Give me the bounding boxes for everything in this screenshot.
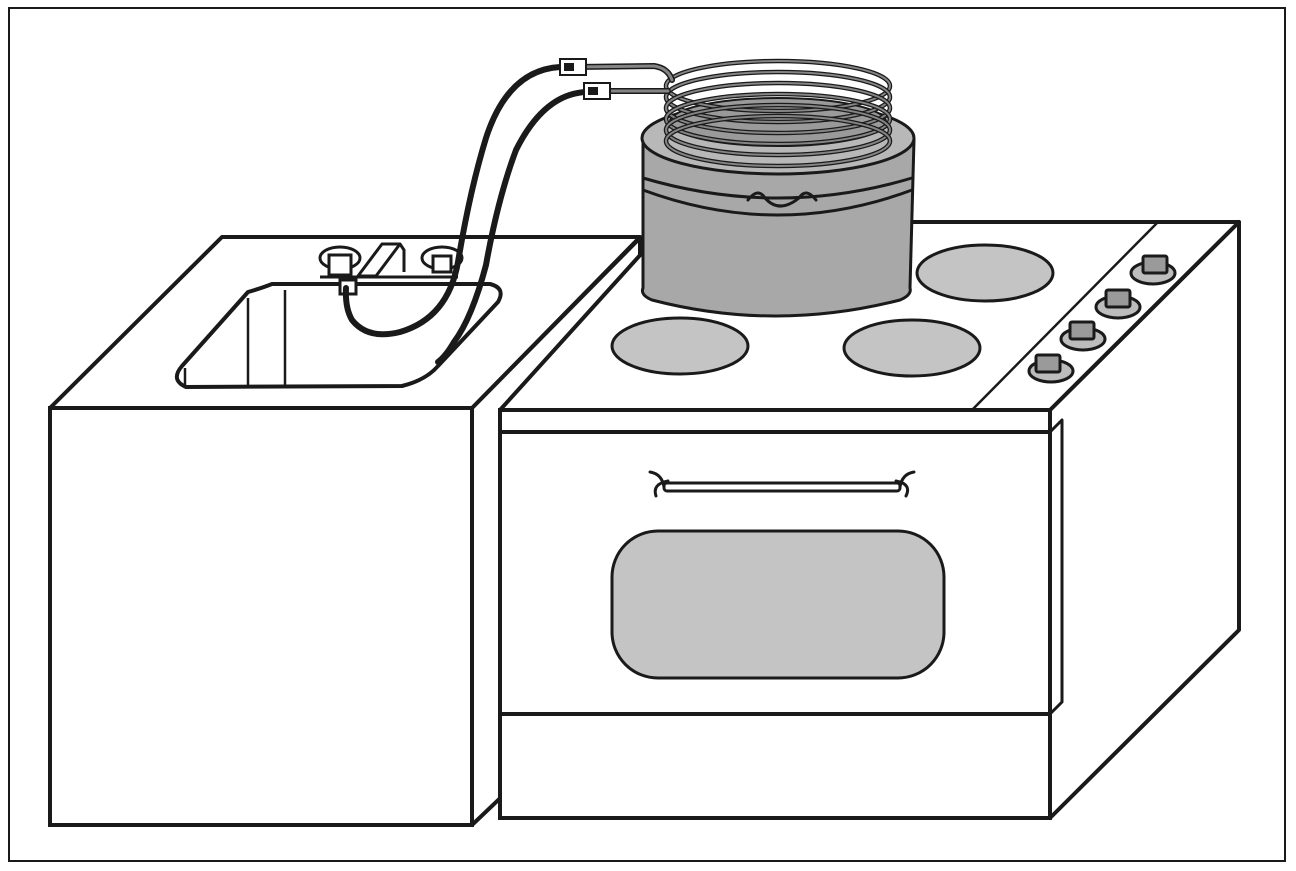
control-knob xyxy=(1129,254,1177,286)
coil-winding xyxy=(665,82,891,134)
cooling-coil xyxy=(663,58,893,169)
control-knob xyxy=(1027,353,1075,384)
pot-handle xyxy=(746,191,818,208)
faucet-handle-right xyxy=(431,254,453,274)
hot-plate-front-left xyxy=(610,316,750,376)
control-panel-divider xyxy=(971,221,1159,411)
hose-drain xyxy=(435,89,589,365)
coil-winding xyxy=(665,93,891,145)
oven-door-handle xyxy=(648,470,916,498)
sink-cabinet-front xyxy=(48,406,474,827)
coil-winding xyxy=(665,115,891,167)
faucet-bar-edge xyxy=(398,243,406,272)
sink-basin-outline xyxy=(174,282,503,389)
oven-window xyxy=(610,529,946,680)
coil-winding xyxy=(665,104,891,156)
coil-winding xyxy=(665,71,891,123)
sink-basin xyxy=(174,282,503,389)
pot-band-bottom xyxy=(642,188,913,217)
oven-door-edge xyxy=(1048,418,1064,716)
control-knob xyxy=(1094,288,1142,320)
hose-supply xyxy=(342,64,563,338)
sink-faucet xyxy=(318,242,464,296)
hot-plates xyxy=(610,243,1055,378)
coil-winding xyxy=(665,60,891,112)
control-knobs xyxy=(1027,254,1177,384)
pot-body xyxy=(640,138,916,318)
hot-plate-back-right xyxy=(915,243,1055,303)
faucet-handle-left xyxy=(327,253,353,277)
control-knob xyxy=(1059,320,1107,352)
hot-plate-front-right xyxy=(842,318,982,378)
pot-band-top xyxy=(642,176,913,200)
water-hoses xyxy=(342,58,611,365)
